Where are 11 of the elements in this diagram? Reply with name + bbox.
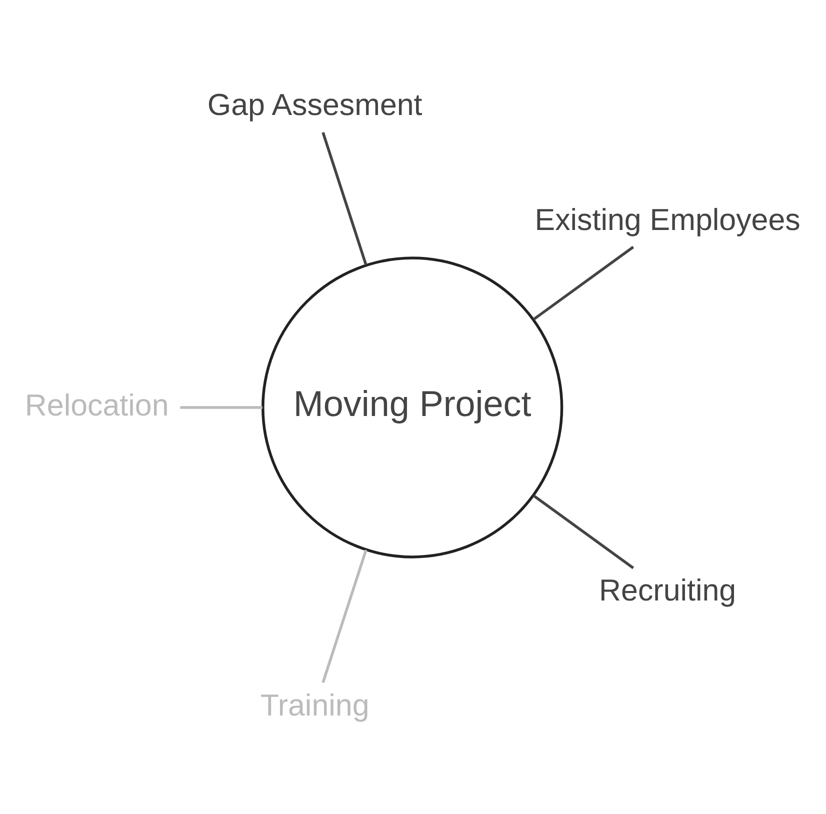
node-text: Existing Employees bbox=[534, 202, 800, 236]
connector bbox=[322, 549, 368, 682]
connector bbox=[532, 245, 634, 320]
node-text: Relocation bbox=[24, 388, 169, 422]
node-circle: Moving Project bbox=[262, 256, 564, 558]
node-text: Recruiting bbox=[599, 573, 736, 608]
connector bbox=[180, 406, 262, 408]
connector bbox=[532, 494, 634, 569]
node-text: Gap Assesment bbox=[207, 88, 422, 122]
node-text: Training bbox=[260, 688, 370, 722]
connector bbox=[322, 132, 368, 265]
